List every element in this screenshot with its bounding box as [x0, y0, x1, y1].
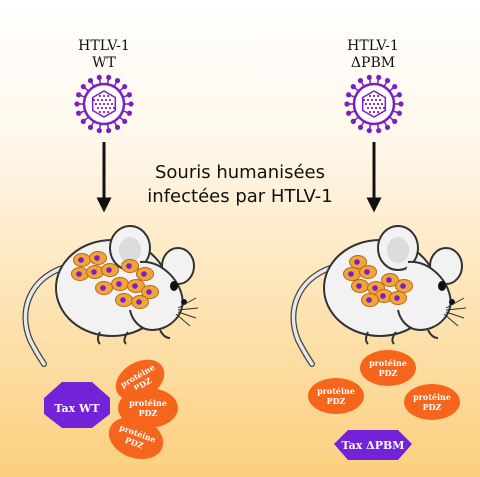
right-virus-label-line1: HTLV-1: [347, 38, 399, 54]
svg-text:protéine: protéine: [129, 398, 167, 408]
svg-text:protéine: protéine: [413, 392, 451, 402]
left-infected-cells: [71, 251, 159, 309]
center-title-line1: Souris humanisées: [155, 162, 325, 183]
tax-dpbm-label: Tax ΔPBM: [342, 439, 405, 452]
tax-wt-label: Tax WT: [54, 402, 100, 415]
left-virus-label-line1: HTLV-1: [78, 38, 130, 54]
tax-wt-shape: [44, 382, 110, 428]
right-pdz-protein-3: protéine PDZ: [404, 384, 460, 420]
right-virus-icon: [344, 74, 404, 134]
svg-text:protéine: protéine: [369, 358, 407, 368]
right-pdz-protein-2: protéine PDZ: [308, 378, 364, 414]
right-virus-label-line2: ΔPBM: [351, 55, 395, 71]
svg-text:PDZ: PDZ: [327, 396, 346, 406]
right-infected-cells: [343, 255, 413, 307]
svg-text:protéine: protéine: [317, 386, 355, 396]
tax-dpbm-shape: [334, 430, 412, 460]
right-pdz-protein-1: protéine PDZ: [360, 350, 416, 386]
svg-text:PDZ: PDZ: [139, 408, 158, 418]
left-pdz-protein-3: protéine PDZ: [108, 416, 164, 460]
svg-text:PDZ: PDZ: [423, 402, 442, 412]
left-virus-icon: [74, 74, 134, 134]
svg-text:PDZ: PDZ: [379, 368, 398, 378]
left-mouse-illustration: [22, 225, 199, 367]
left-virus-label-line2: WT: [92, 55, 116, 71]
center-title-line2: infectées par HTLV-1: [147, 186, 332, 207]
